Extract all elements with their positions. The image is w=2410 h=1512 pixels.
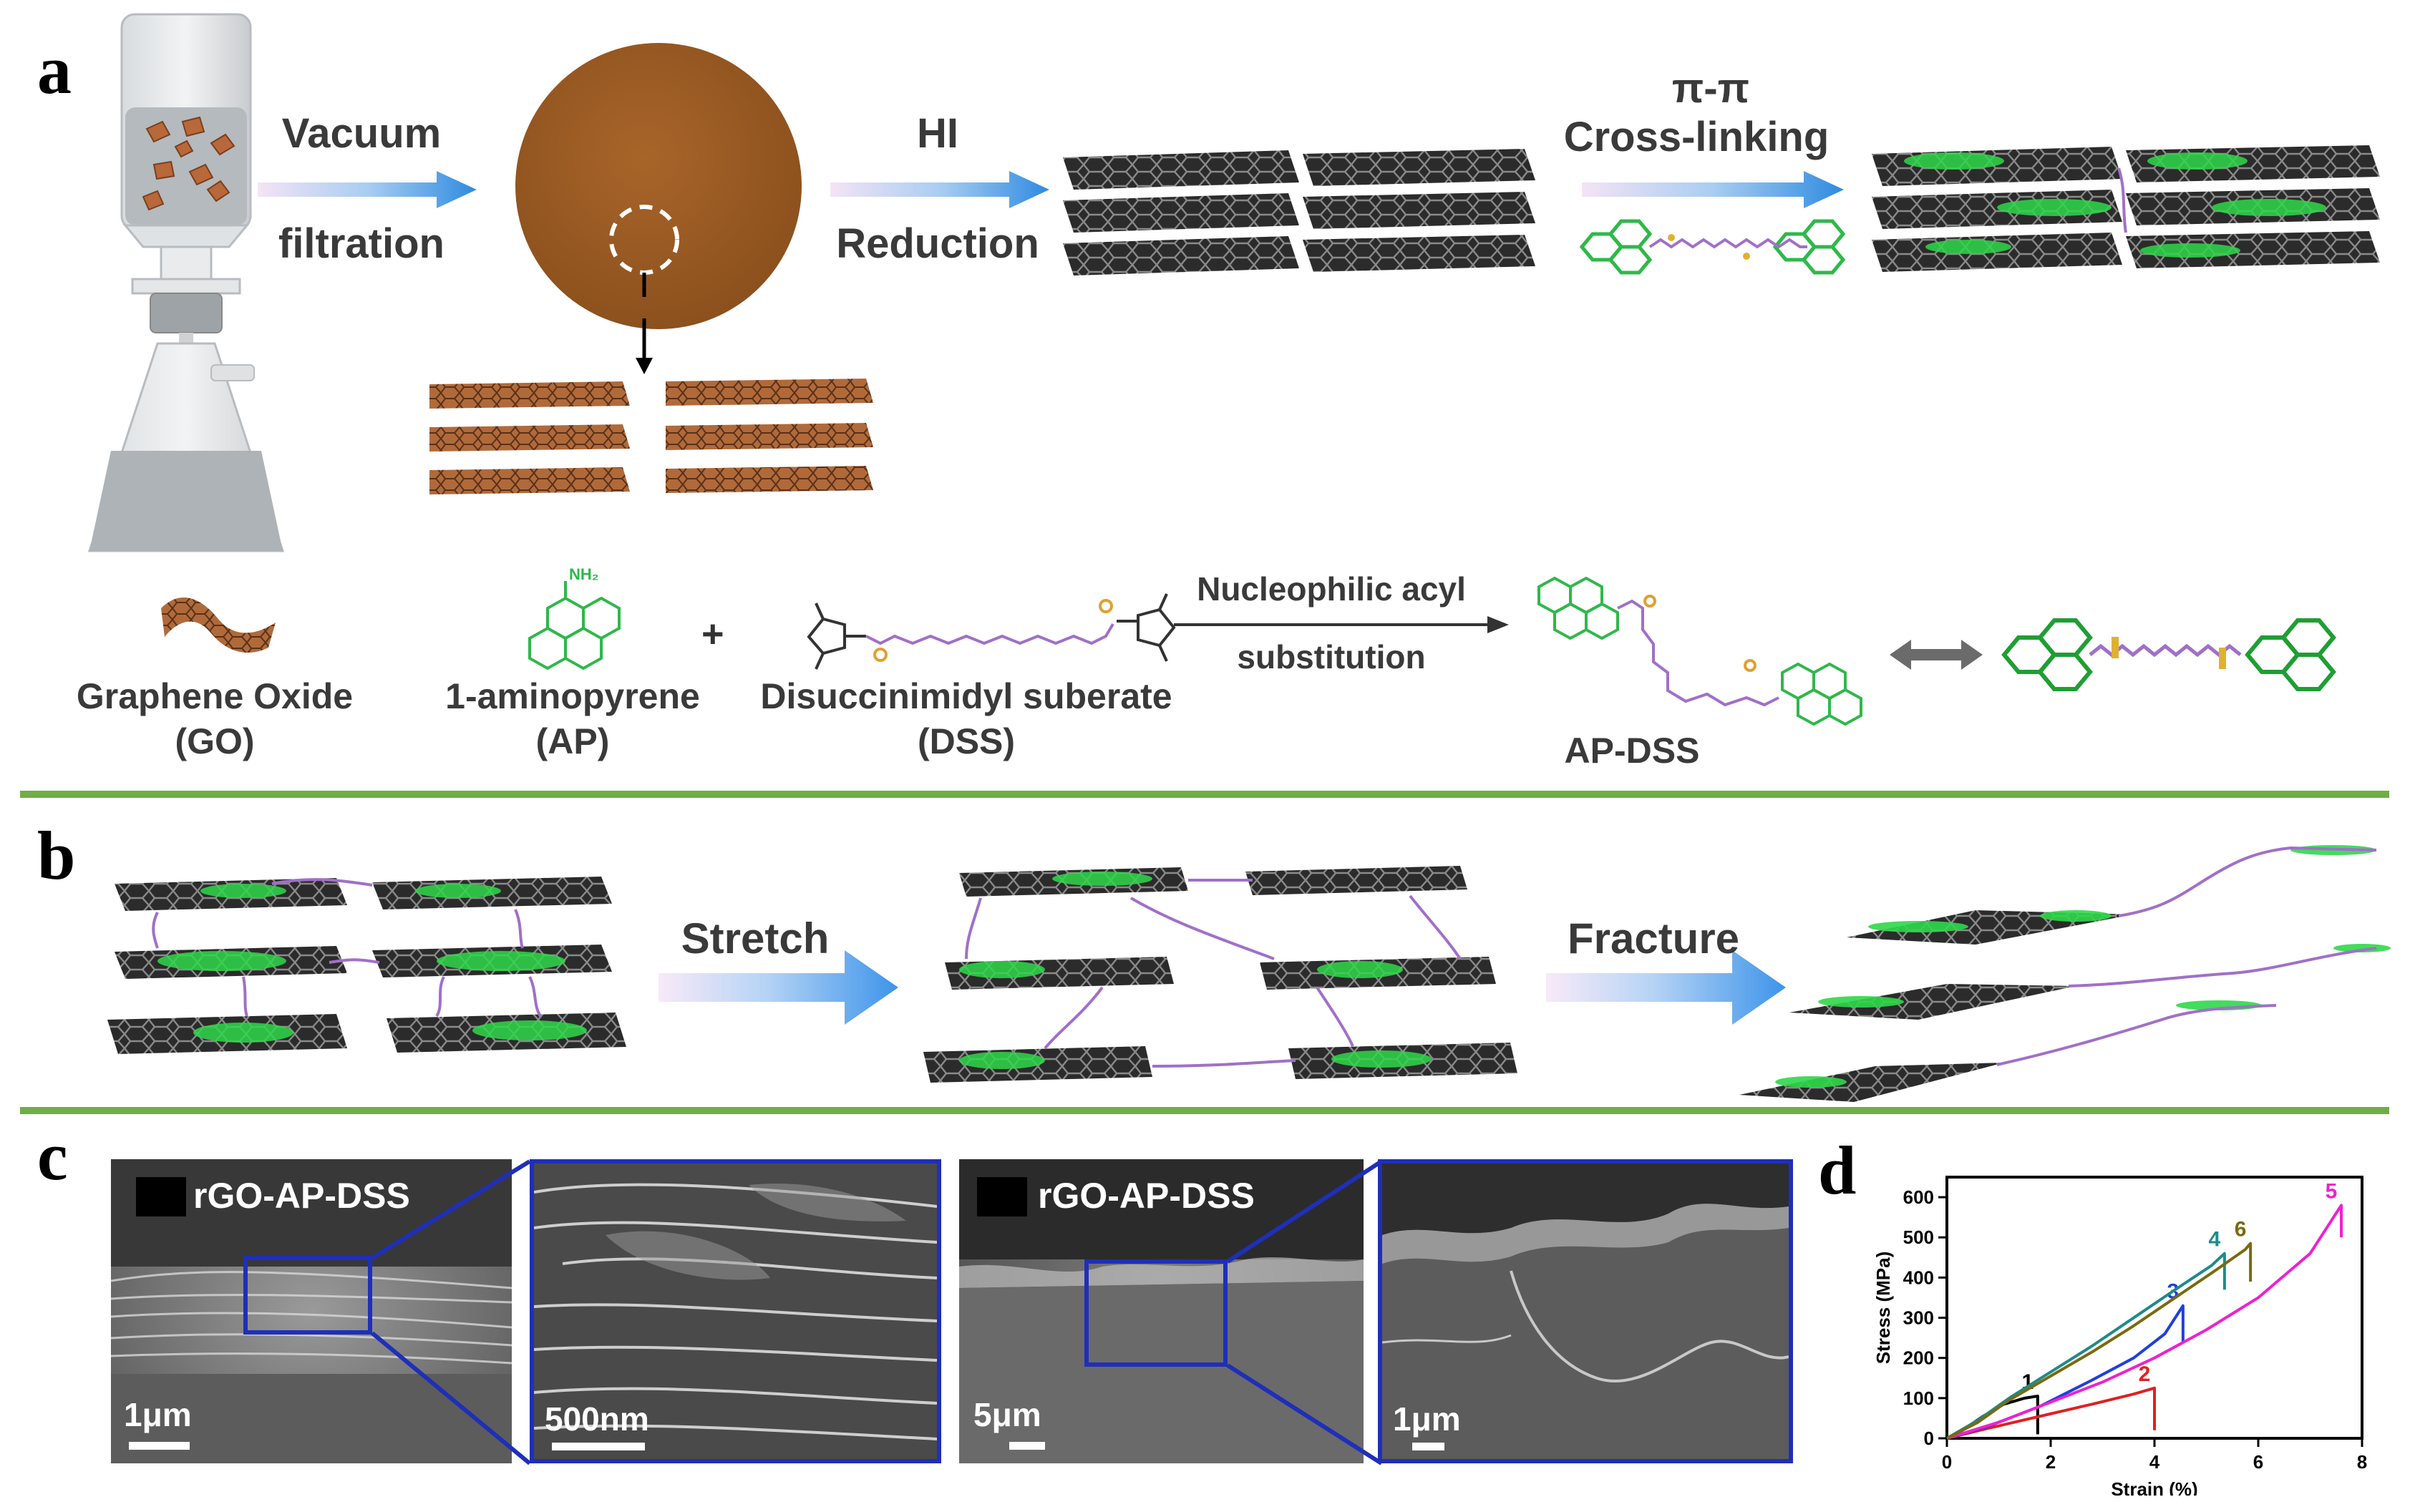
scale-label-4: 1μm: [1393, 1400, 1461, 1438]
x-tick-label-4: 8: [2357, 1451, 2367, 1473]
reaction-label-line1: Nucleophilic acyl: [1197, 570, 1466, 608]
go-stacked-sheets-illustration: [429, 379, 873, 494]
sem-image-zoom-2: 1μm: [1378, 1159, 1793, 1463]
process-arrow-fracture: [1546, 950, 1786, 1025]
graphene-oxide-membrane-illustration: [515, 43, 802, 329]
y-tick-label-2: 200: [1903, 1347, 1934, 1369]
step-label-fracture: Fracture: [1567, 914, 1740, 962]
process-arrow-filtration: [258, 171, 477, 208]
sem-image-cross-section-2: rGO-AP-DSS 5μm: [959, 1159, 1364, 1463]
panel-label-b: b: [37, 817, 76, 894]
series-line-2: [1946, 1386, 2156, 1440]
zoom-region-box-2: [1084, 1259, 1228, 1367]
sem-texture-4: [1382, 1164, 1789, 1459]
step-label-hi: HI: [917, 110, 958, 157]
x-tick-label-3: 6: [2253, 1451, 2263, 1473]
step-label-stretch: Stretch: [681, 914, 830, 962]
step-label-filtration: filtration: [278, 220, 444, 267]
y-axis-label: Stress (MPa): [1875, 1252, 1894, 1365]
x-tick-label-0: 0: [1942, 1451, 1952, 1473]
x-tick-label-2: 4: [2149, 1451, 2160, 1473]
series-line-5: [1946, 1204, 2343, 1440]
dss-name-label: Disuccinimidyl suberate (DSS): [760, 676, 1172, 761]
ap-dss-name-label: AP-DSS: [1564, 731, 1700, 771]
sem-image-zoom-1: 500nm: [530, 1159, 941, 1463]
crosslinked-rgo-sheets-illustration: [1872, 145, 2380, 272]
crosslinked-sheets-initial-illustration: [107, 877, 626, 1054]
section-divider-bottom: [20, 1107, 2389, 1114]
vacuum-filtration-apparatus-illustration: [87, 13, 285, 552]
y-tick-label-1: 100: [1903, 1387, 1934, 1409]
scale-label-1: 1μm: [124, 1396, 192, 1433]
label-box-1: [136, 1177, 186, 1216]
y-tick-label-5: 500: [1903, 1226, 1934, 1248]
scale-label-3: 5μm: [973, 1396, 1041, 1433]
scale-bar-3: [1009, 1442, 1045, 1450]
ap-dss-crosslinker-small-illustration: [1579, 219, 1846, 275]
panel-label-c: c: [37, 1118, 68, 1194]
scale-bar-4: [1412, 1443, 1444, 1450]
zoom-lines-1: [371, 1159, 531, 1465]
sem-texture-2: [534, 1164, 937, 1459]
sem-image-cross-section-1: rGO-AP-DSS 1μm: [111, 1159, 512, 1463]
scale-label-2: 500nm: [545, 1400, 649, 1438]
step-label-vacuum: Vacuum: [281, 110, 442, 157]
sem-texture-3: [959, 1159, 1364, 1463]
dss-structure: [807, 593, 1176, 670]
sem-label-rgo-ap-dss-2: rGO-AP-DSS: [1038, 1176, 1255, 1216]
amine-group-label: NH₂: [569, 565, 599, 583]
y-tick-label-0: 0: [1924, 1428, 1934, 1449]
ap-dss-simplified-illustration: [2001, 618, 2336, 691]
label-box-3: [977, 1177, 1027, 1216]
plus-sign: +: [701, 613, 724, 655]
scale-bar-1: [129, 1442, 190, 1450]
process-arrow-reduction: [830, 171, 1049, 208]
ap-name-label: 1-aminopyrene (AP): [445, 676, 700, 761]
section-divider-top: [20, 791, 2389, 798]
step-label-cross-linking: Cross-linking: [1563, 114, 1830, 160]
series-label-2: 2: [2139, 1362, 2151, 1386]
graphene-oxide-sheet-icon: [161, 597, 276, 653]
go-name-label: Graphene Oxide (GO): [76, 676, 354, 761]
rgo-stacked-sheets-illustration: [1063, 149, 1535, 275]
reaction-label-line2: substitution: [1237, 638, 1426, 675]
crosslinked-sheets-fractured-illustration: [1739, 845, 2391, 1102]
zoom-lines-2: [1226, 1159, 1383, 1465]
x-axis-label: Strain (%): [2111, 1478, 2197, 1496]
series-line-6: [1946, 1242, 2253, 1440]
panel-label-a: a: [37, 31, 72, 108]
step-label-pi-pi: π-π: [1671, 65, 1750, 112]
series-line-4: [1945, 1252, 2226, 1440]
process-arrow-stretch: [659, 950, 898, 1025]
crosslinked-sheets-stretched-illustration: [923, 866, 1517, 1083]
sem-label-rgo-ap-dss-1: rGO-AP-DSS: [193, 1176, 410, 1216]
scale-bar-2: [552, 1443, 645, 1450]
process-arrow-cross-linking: [1582, 171, 1844, 208]
x-tick-label-1: 2: [2046, 1451, 2056, 1473]
y-tick-label-4: 400: [1903, 1267, 1934, 1288]
aminopyrene-structure: [528, 581, 621, 670]
step-label-reduction: Reduction: [836, 220, 1039, 267]
panel-label-d: d: [1818, 1132, 1857, 1209]
series-label-5: 5: [2326, 1179, 2338, 1203]
zoom-region-box-1: [243, 1256, 372, 1335]
y-tick-label-3: 300: [1903, 1307, 1934, 1329]
series-label-4: 4: [2209, 1228, 2221, 1252]
reaction-arrow: [1174, 616, 1509, 633]
series-label-6: 6: [2235, 1218, 2247, 1242]
y-tick-label-6: 600: [1903, 1186, 1934, 1208]
zoom-down-arrow: [636, 318, 653, 374]
ap-dss-product-structure: [1537, 576, 1862, 726]
equivalence-double-arrow: [1890, 640, 1983, 670]
